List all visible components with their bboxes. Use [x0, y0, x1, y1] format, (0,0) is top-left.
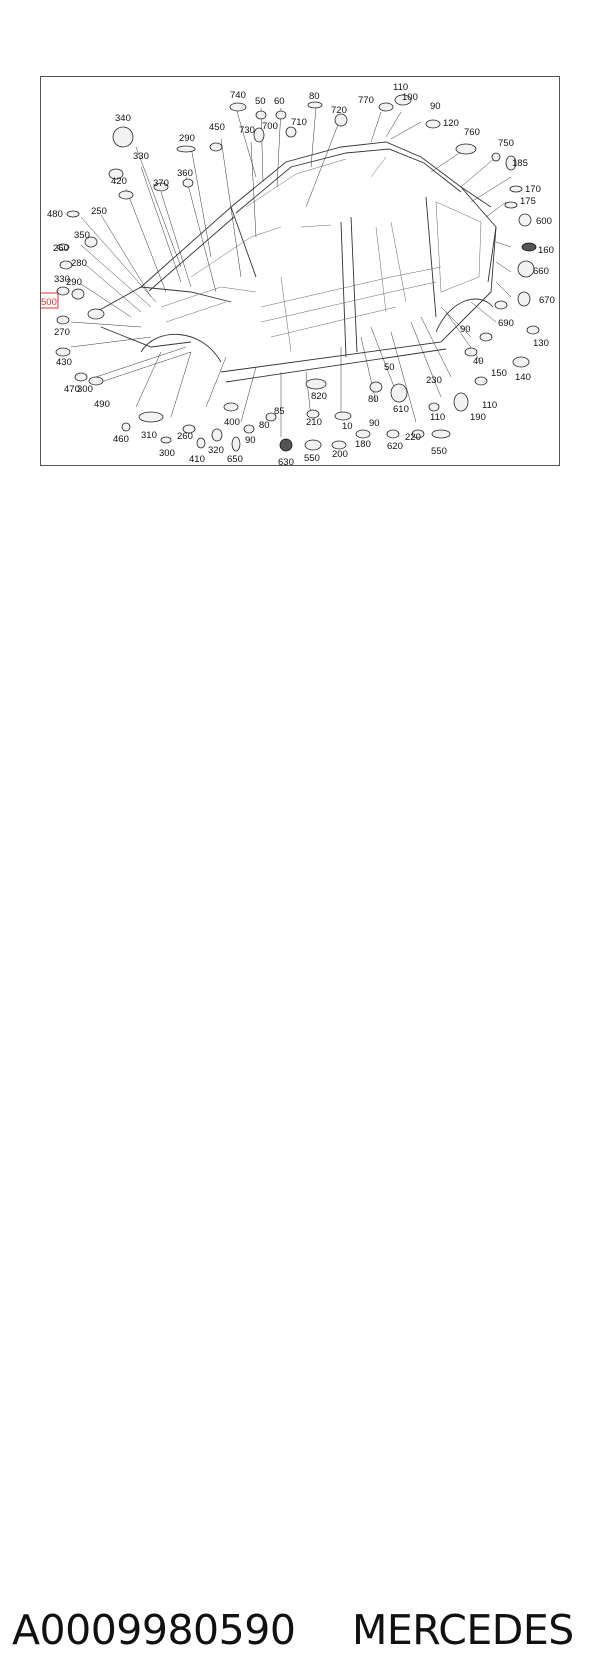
callout-label: 10 — [342, 421, 353, 432]
callout-label: 175 — [520, 196, 536, 207]
callout-label: 490 — [94, 399, 110, 410]
callout-label: 50 — [384, 362, 395, 373]
callout-label: 290 — [179, 133, 195, 144]
callout-label: 260 — [53, 243, 69, 254]
callout-label: 250 — [91, 206, 107, 217]
callout-label: 420 — [111, 176, 127, 187]
callout-label: 550 — [431, 446, 447, 457]
callout-label: 700 — [262, 121, 278, 132]
callout-label: 450 — [209, 122, 225, 133]
highlight-box — [41, 292, 59, 309]
leader-lines — [70, 106, 512, 437]
callout-label: 460 — [113, 434, 129, 445]
callout-labels: 500 740 50 60 80 770 110 100 90 340 290 … — [41, 82, 555, 465]
callout-label: 820 — [311, 391, 327, 402]
callout-label: 770 — [358, 95, 374, 106]
part-icons — [55, 94, 540, 452]
callout-label: 230 — [426, 375, 442, 386]
callout-label: 750 — [498, 138, 514, 149]
callout-label: 710 — [291, 117, 307, 128]
callout-label: 760 — [464, 127, 480, 138]
callout-label: 350 — [74, 230, 90, 241]
callout-label: 90 — [430, 101, 441, 112]
callout-label: 150 — [491, 368, 507, 379]
callout-label: 360 — [177, 168, 193, 179]
callout-label: 160 — [538, 245, 554, 256]
callout-label: 280 — [71, 258, 87, 269]
callout-label: 90 — [369, 418, 380, 429]
callout-label: 320 — [208, 445, 224, 456]
callout-label: 630 — [278, 457, 294, 465]
callout-label-highlighted: 500 — [41, 297, 57, 308]
brand-name: MERCEDES — [352, 1606, 574, 1654]
parts-diagram-frame: 500 740 50 60 80 770 110 100 90 340 290 … — [40, 76, 560, 466]
callout-label: 300 — [77, 384, 93, 395]
callout-label: 620 — [387, 441, 403, 452]
callout-label: 110 — [430, 412, 445, 423]
callout-label: 40 — [473, 356, 484, 367]
callout-label: 90 — [460, 324, 471, 335]
callout-label: 740 — [230, 90, 246, 101]
callout-label: 130 — [533, 338, 549, 349]
callout-label: 470 — [64, 384, 80, 395]
part-number: A0009980590 — [12, 1606, 296, 1654]
callout-label: 600 — [536, 216, 552, 227]
callout-label: 720 — [331, 105, 347, 116]
callout-label: 90 — [245, 435, 256, 446]
callout-label: 190 — [470, 412, 486, 423]
callout-label: 370 — [153, 178, 169, 189]
parts-diagram: 500 740 50 60 80 770 110 100 90 340 290 … — [41, 82, 555, 465]
callout-label: 180 — [355, 439, 371, 450]
callout-label: 85 — [274, 406, 285, 417]
callout-label: 690 — [498, 318, 514, 329]
callout-label: 430 — [56, 357, 72, 368]
callout-label: 670 — [539, 295, 555, 306]
callout-label: 610 — [393, 404, 409, 415]
callout-label: 80 — [259, 420, 270, 431]
callout-label: 60 — [274, 96, 285, 107]
footer: A0009980590 MERCEDES — [0, 800, 600, 1654]
callout-label: 170 — [525, 184, 541, 195]
callout-label: 260 — [177, 431, 193, 442]
callout-label: 100 — [402, 92, 418, 103]
callout-label: 120 — [443, 118, 459, 129]
callout-label: 80 — [368, 394, 379, 405]
callout-label: 80 — [309, 91, 320, 102]
callout-label: 730 — [239, 125, 255, 136]
callout-label: 300 — [159, 448, 175, 459]
callout-label: 140 — [515, 372, 531, 383]
callout-label: 270 — [54, 327, 70, 338]
callout-label: 50 — [255, 96, 266, 107]
callout-label: 550 — [304, 453, 320, 464]
callout-label: 310 — [141, 430, 157, 441]
callout-label: 340 — [115, 113, 131, 124]
callout-label: 290 — [66, 277, 82, 288]
callout-label: 200 — [332, 449, 348, 460]
callout-label: 185 — [512, 158, 528, 169]
callout-label: 410 — [189, 454, 205, 465]
callout-label: 210 — [306, 417, 322, 428]
callout-label: 650 — [227, 454, 243, 465]
callout-label: 330 — [54, 274, 70, 285]
callout-label: 110 — [482, 400, 497, 411]
callout-label: 480 — [47, 209, 63, 220]
callout-label: 110 — [393, 82, 408, 93]
callout-label: 660 — [533, 266, 549, 277]
callout-label: 400 — [224, 417, 240, 428]
car-body-drawing — [95, 141, 497, 383]
callout-label: 220 — [405, 432, 421, 443]
callout-label: 330 — [133, 151, 149, 162]
